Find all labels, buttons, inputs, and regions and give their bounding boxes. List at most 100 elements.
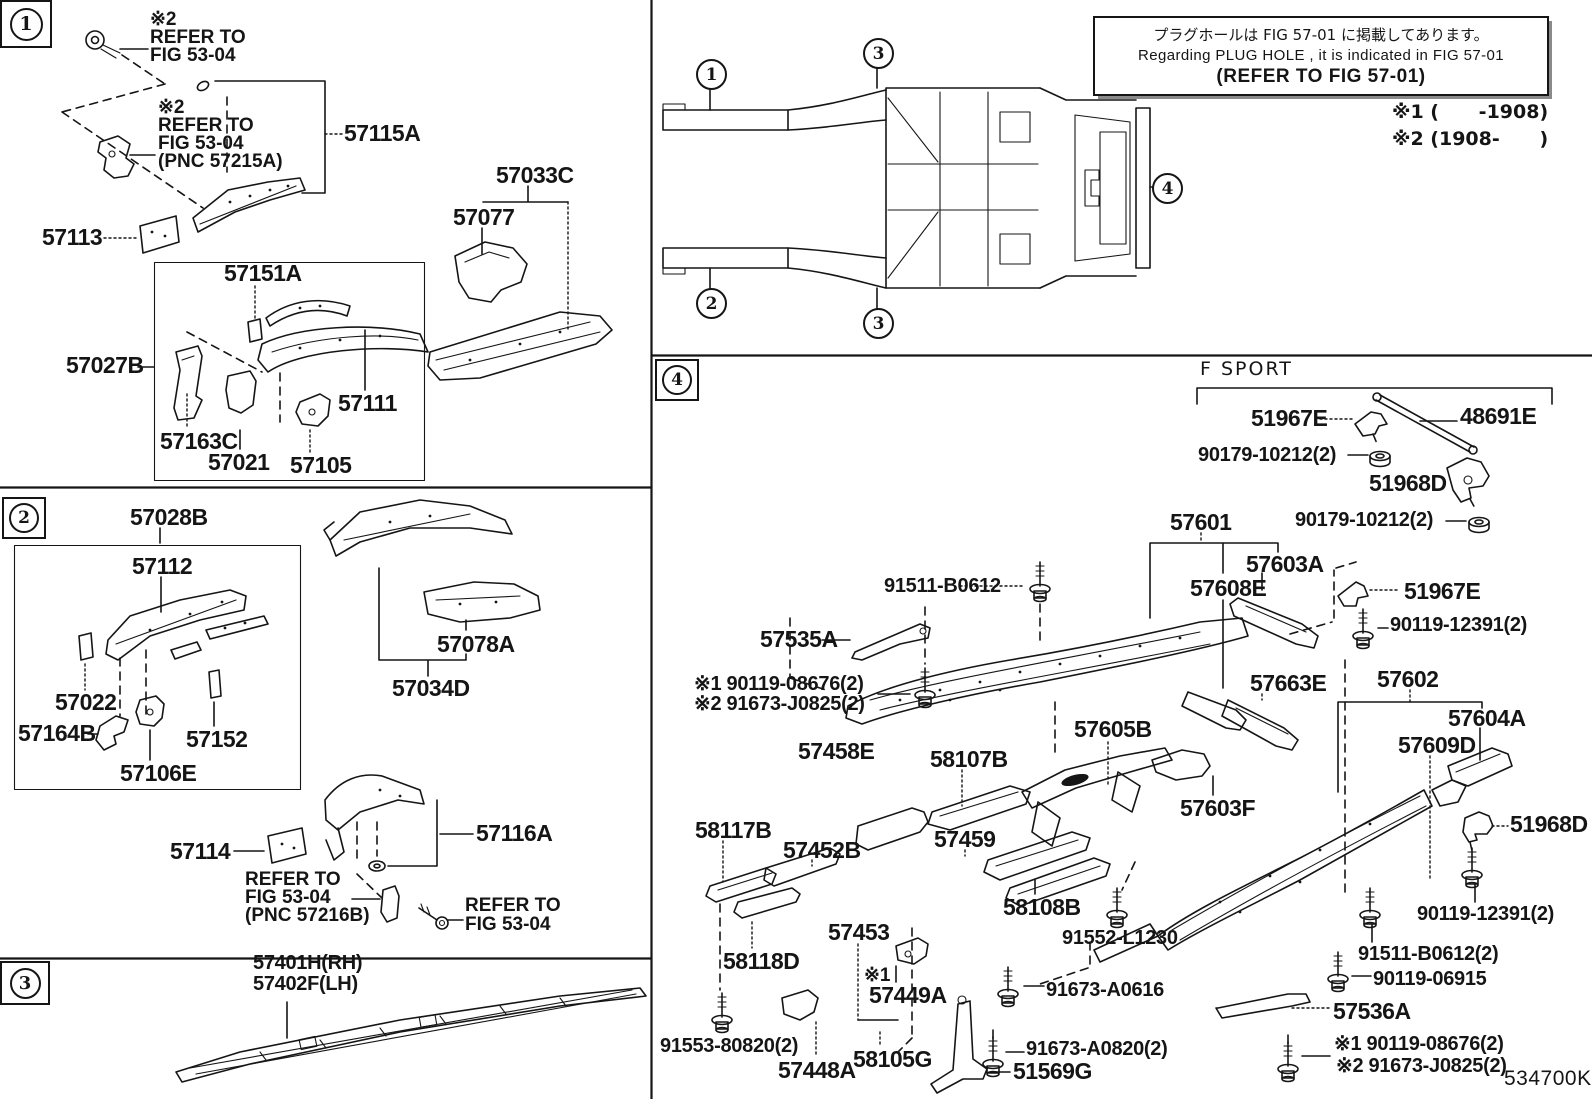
section-marker-4: 4 (655, 359, 699, 401)
section-marker-2: 2 (2, 497, 46, 539)
ref-3-line-1: REFER TO (245, 869, 341, 890)
frame-callout-3-bottom: 3 (863, 308, 894, 339)
part-51968D-b: 51968D (1510, 811, 1588, 837)
part-57021: 57021 (208, 449, 270, 475)
part-57105: 57105 (290, 452, 352, 478)
part-90179-10212-b: 90179-10212(2) (1295, 509, 1434, 531)
part-57027B: 57027B (66, 352, 144, 378)
section1-drawing (61, 30, 613, 453)
part-57603F: 57603F (1180, 795, 1256, 821)
ref-1-line-1: REFER TO (150, 27, 246, 48)
part-91673-A0820: 91673-A0820(2) (1026, 1038, 1168, 1060)
part-57078A: 57078A (437, 631, 515, 657)
note-91673-J0825-b: ※2 91673-J0825(2) (1336, 1055, 1507, 1077)
part-57033C: 57033C (496, 162, 574, 188)
part-57152: 57152 (186, 726, 248, 752)
part-57112: 57112 (132, 553, 193, 579)
part-91673-A0616: 91673-A0616 (1046, 979, 1164, 1001)
part-57609D: 57609D (1398, 732, 1476, 758)
part-57113: 57113 (42, 224, 103, 250)
part-57605B: 57605B (1074, 716, 1152, 742)
part-57449A: 57449A (869, 982, 947, 1008)
part-90119-12391-b: 90119-12391(2) (1417, 903, 1555, 925)
part-57459: 57459 (934, 826, 996, 852)
part-57663E: 57663E (1250, 670, 1327, 696)
note-line-english: Regarding PLUG HOLE , it is indicated in… (1138, 47, 1504, 64)
part-58105G: 58105G (853, 1046, 932, 1072)
part-57536A: 57536A (1333, 998, 1411, 1024)
ref-4-line-2: FIG 53-04 (465, 914, 551, 935)
section-marker-1-number: 1 (9, 7, 43, 41)
part-57601: 57601 (1170, 509, 1232, 535)
part-91553-80820: 91553-80820(2) (660, 1035, 799, 1057)
part-57602: 57602 (1377, 666, 1439, 692)
part-57116A: 57116A (476, 820, 553, 846)
part-57603A: 57603A (1246, 551, 1324, 577)
part-57535A: 57535A (760, 626, 838, 652)
part-51968D-a: 51968D (1369, 470, 1447, 496)
part-58107B: 58107B (930, 746, 1008, 772)
ref-mark-1: ※2 (150, 9, 177, 30)
part-57453: 57453 (828, 919, 890, 945)
part-58118D: 58118D (723, 948, 800, 974)
section-marker-1: 1 (0, 0, 52, 48)
frame-callout-2: 2 (696, 288, 727, 319)
part-57402F: 57402F(LH) (253, 973, 358, 995)
part-91511-B0612-2: 91511-B0612(2) (1358, 943, 1499, 965)
note-91673-J0825-a: ※2 91673-J0825(2) (694, 693, 865, 715)
ref-2-line-2: FIG 53-04 (158, 133, 244, 154)
part-57115A: 57115A (344, 120, 421, 146)
part-91552-L1230: 91552-L1230 (1062, 927, 1178, 949)
part-57114: 57114 (170, 838, 231, 864)
section-marker-3: 3 (0, 961, 50, 1005)
part-57028B: 57028B (130, 504, 208, 530)
ref-3-line-3: (PNC 57216B) (245, 905, 370, 926)
part-51569G: 51569G (1013, 1058, 1092, 1084)
section2-drawing (78, 499, 541, 930)
part-57608E: 57608E (1190, 575, 1267, 601)
part-58117B: 58117B (695, 817, 772, 843)
part-57022: 57022 (55, 689, 117, 715)
part-90179-10212-a: 90179-10212(2) (1198, 444, 1337, 466)
part-91511-B0612: 91511-B0612 (884, 575, 1001, 597)
part-90119-06915: 90119-06915 (1373, 968, 1487, 990)
plug-hole-note-box: プラグホールは FIG 57-01 に掲載してあります。 Regarding P… (1093, 16, 1549, 96)
part-57458E: 57458E (798, 738, 875, 764)
part-57111: 57111 (338, 390, 397, 416)
ref-mark-2: ※2 (158, 97, 185, 118)
figure-code: 534700K (1504, 1067, 1592, 1090)
frame-callout-3-top: 3 (863, 38, 894, 69)
section-marker-4-number: 4 (662, 365, 692, 395)
part-57164B: 57164B (18, 720, 96, 746)
part-90119-12391-a: 90119-12391(2) (1390, 614, 1528, 636)
part-51967E-a: 51967E (1251, 405, 1328, 431)
section-marker-2-number: 2 (9, 503, 39, 533)
part-48691E: 48691E (1460, 403, 1537, 429)
part-57604A: 57604A (1448, 705, 1526, 731)
section3-drawing (175, 987, 647, 1083)
part-57034D: 57034D (392, 675, 470, 701)
note-90119-08676-b: ※1 90119-08676(2) (1334, 1033, 1504, 1055)
note-mark-57449A: ※1 (864, 965, 891, 986)
note-line-refer: (REFER TO FIG 57-01) (1216, 66, 1426, 87)
part-57151A: 57151A (224, 260, 302, 286)
note-line-japanese: プラグホールは FIG 57-01 に掲載してあります。 (1153, 26, 1489, 44)
ref-3-line-2: FIG 53-04 (245, 887, 331, 908)
frame-callout-1: 1 (696, 59, 727, 90)
revision-note-2: ※2 (1908- ) (1392, 128, 1549, 150)
ref-1-line-2: FIG 53-04 (150, 45, 236, 66)
part-57077: 57077 (453, 204, 515, 230)
section4-drawing (705, 387, 1553, 1094)
part-51967E-b: 51967E (1404, 578, 1481, 604)
part-57448A: 57448A (778, 1057, 856, 1083)
part-57163C: 57163C (160, 428, 238, 454)
ref-2-line-1: REFER TO (158, 115, 254, 136)
part-57401H: 57401H(RH) (253, 952, 363, 974)
frame-overview-drawing (662, 64, 1153, 310)
section-marker-3-number: 3 (9, 967, 41, 999)
part-57452B: 57452B (783, 837, 861, 863)
revision-note-1: ※1 ( -1908) (1392, 101, 1549, 123)
